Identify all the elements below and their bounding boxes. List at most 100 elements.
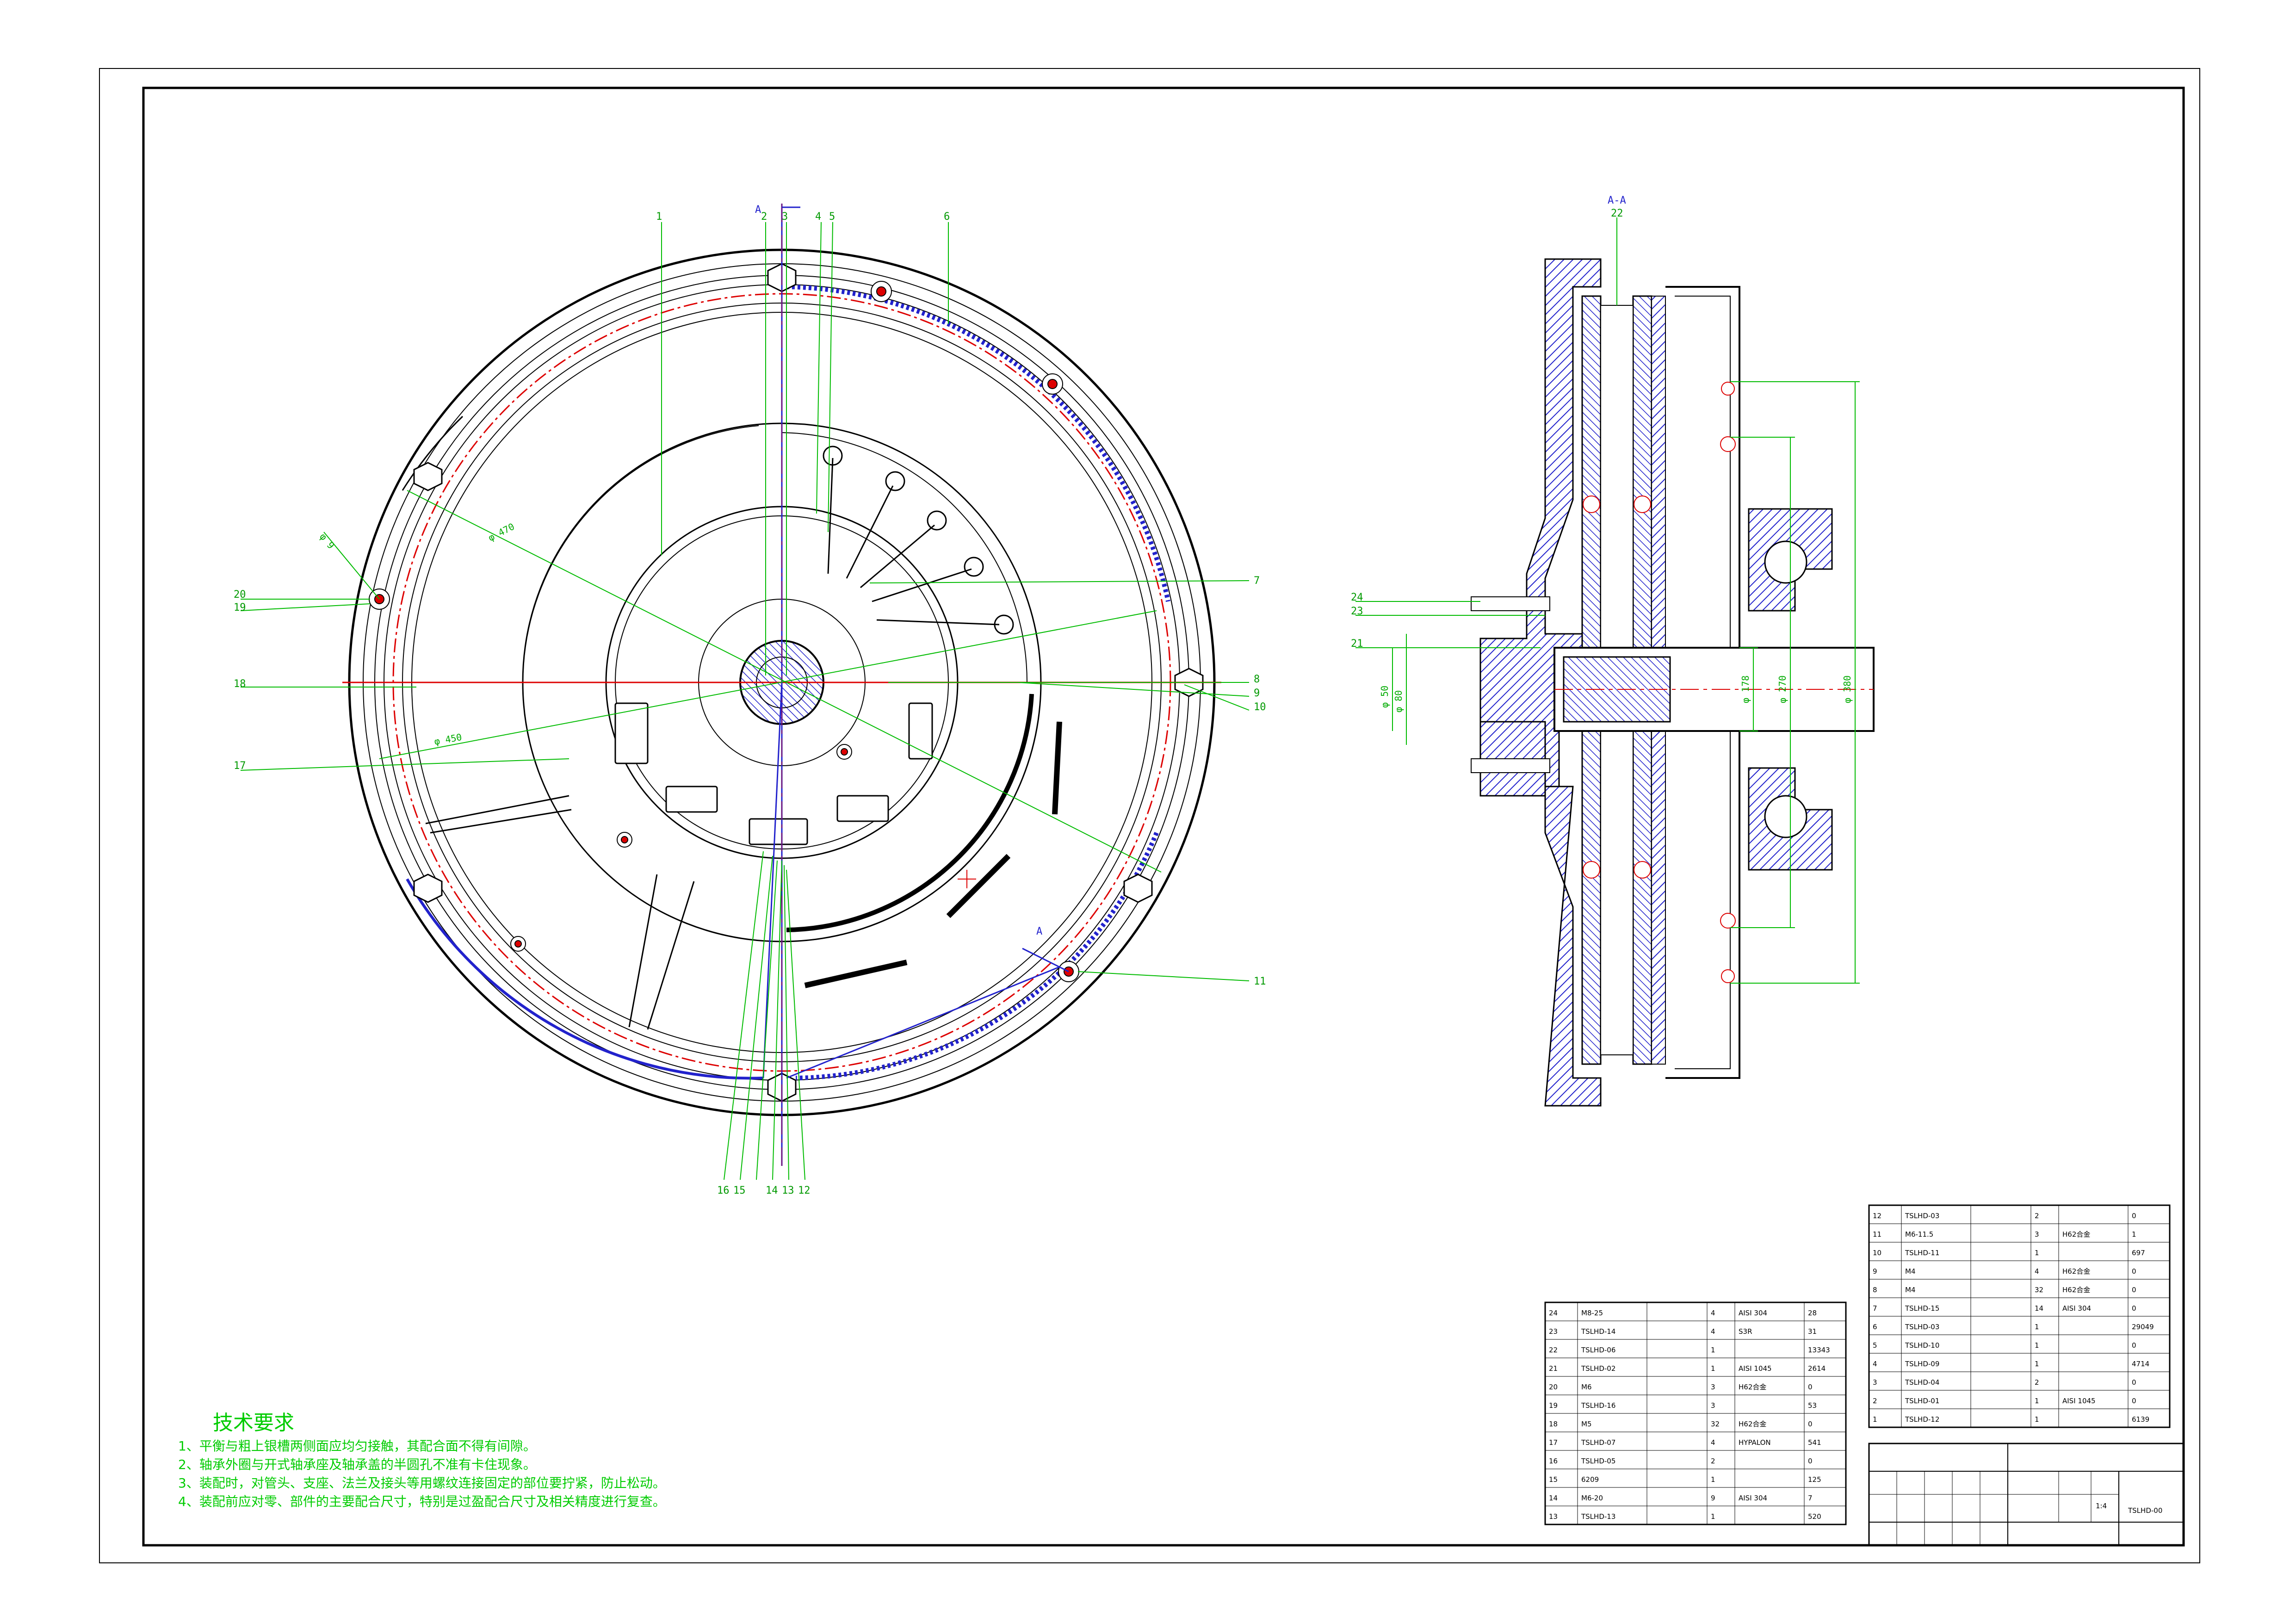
- bom-cell: 0: [2132, 1267, 2136, 1276]
- bom-cell: H62合金: [1739, 1383, 1766, 1391]
- section-mark-bottom: A: [1036, 926, 1042, 937]
- bom-cell: 1: [1711, 1346, 1715, 1354]
- bom-cell: 4: [2035, 1267, 2039, 1276]
- bom-cell: 15: [1549, 1475, 1558, 1484]
- balloon-leaders-side: [1355, 217, 1617, 648]
- bom-cell: HYPALON: [1739, 1438, 1771, 1447]
- bom-cell: TSLHD-12: [1905, 1415, 1939, 1424]
- bom-cell: TSLHD-10: [1905, 1341, 1939, 1350]
- balloon-16: 16: [717, 1185, 730, 1196]
- side-dimensions: [1392, 381, 1860, 984]
- note-line-4: 4、装配前应对零、部件的主要配合尺寸，特别是过盈配合尺寸及相关精度进行复查。: [178, 1494, 666, 1509]
- bom-cell: H62合金: [2062, 1230, 2090, 1239]
- bom-cell: 10: [1873, 1249, 1881, 1257]
- bom-cell: 541: [1808, 1438, 1821, 1447]
- balloon-1: 1: [656, 211, 662, 223]
- balloon-leaders: [240, 222, 1250, 1180]
- balloon-7: 7: [1254, 575, 1260, 587]
- bom-cell: TSLHD-03: [1905, 1323, 1939, 1331]
- bom-cell: 0: [1808, 1457, 1813, 1465]
- bom-cell: 6209: [1581, 1475, 1599, 1484]
- bom-cell: TSLHD-11: [1905, 1249, 1939, 1257]
- balloon-6: 6: [944, 211, 950, 223]
- title-block: [1868, 1443, 2185, 1546]
- bom-cell: TSLHD-07: [1581, 1438, 1615, 1447]
- balloon-20: 20: [234, 589, 246, 601]
- technical-notes: 技术要求 1、平衡与粗上银槽两侧面应均匀接触，其配合面不得有间隙。 2、轴承外圈…: [178, 1411, 666, 1509]
- drawing-scale: 1:4: [2096, 1502, 2107, 1510]
- bom-cell: 11: [1873, 1230, 1881, 1239]
- bom-cell: AISI 304: [1739, 1494, 1767, 1502]
- bom-cell: 12: [1873, 1212, 1881, 1220]
- bom-cell: 7: [1873, 1304, 1877, 1313]
- bom-cell: 3: [1873, 1378, 1877, 1387]
- note-line-3: 3、装配时，对管头、支座、法兰及接头等用螺纹连接固定的部位要拧紧，防止松动。: [178, 1475, 666, 1491]
- balloon-10: 10: [1254, 701, 1266, 713]
- bom-cell: 6: [1873, 1323, 1877, 1331]
- bom-cell: 2614: [1808, 1364, 1826, 1373]
- front-dimensions: [323, 490, 1162, 873]
- dim-front-inner: φ 450: [433, 731, 463, 747]
- note-line-1: 1、平衡与粗上银槽两侧面应均匀接触，其配合面不得有间隙。: [178, 1438, 536, 1454]
- bom-cell: 20: [1549, 1383, 1558, 1391]
- bom-cell: 28: [1808, 1309, 1817, 1317]
- bom-cell: 14: [2035, 1304, 2043, 1313]
- balloon-11: 11: [1254, 976, 1266, 987]
- bom-cell: 0: [2132, 1212, 2136, 1220]
- dim-side-d5: φ 80: [1393, 690, 1404, 712]
- balloon-23: 23: [1351, 606, 1363, 617]
- section-mark-top: A: [755, 204, 761, 216]
- bom-cell: 32: [1711, 1420, 1720, 1428]
- bom-cell: M6-11.5: [1905, 1230, 1933, 1239]
- balloon-24: 24: [1351, 592, 1363, 603]
- bom-cell: AISI 304: [1739, 1309, 1767, 1317]
- bom-cell: H62合金: [2062, 1286, 2090, 1294]
- dim-side-d3: φ 178: [1740, 675, 1751, 703]
- bom-cell: 5: [1873, 1341, 1877, 1350]
- balloon-9: 9: [1254, 688, 1260, 699]
- bom-cell: M4: [1905, 1267, 1916, 1276]
- bom-cell: TSLHD-16: [1581, 1401, 1615, 1410]
- notes-title: 技术要求: [213, 1411, 294, 1435]
- balloons-side: 22 24 23 21: [1351, 208, 1623, 650]
- bom-cell: 31: [1808, 1327, 1817, 1336]
- balloon-2: 2: [761, 211, 767, 223]
- bom-cell: 21: [1549, 1364, 1558, 1373]
- balloons-front: 1 2 3 4 5 6 7 8 9 10 11 16 15 14 13 12 2…: [234, 211, 1266, 1196]
- bom-cell: 7: [1808, 1494, 1813, 1502]
- balloon-22: 22: [1611, 208, 1623, 219]
- bom-cell: 3: [2035, 1230, 2039, 1239]
- bom-cell: 1: [1711, 1475, 1715, 1484]
- bom-cell: 1: [2132, 1230, 2136, 1239]
- balloon-5: 5: [829, 211, 835, 223]
- bom-cell: TSLHD-06: [1581, 1346, 1615, 1354]
- bom-cell: 29049: [2132, 1323, 2154, 1331]
- note-line-2: 2、轴承外圈与开式轴承座及轴承盖的半圆孔不准有卡住现象。: [178, 1457, 536, 1472]
- bom-cell: 125: [1808, 1475, 1821, 1484]
- balloon-15: 15: [733, 1185, 746, 1196]
- bom-cell: H62合金: [1739, 1420, 1766, 1428]
- bom-cell: 1: [2035, 1249, 2039, 1257]
- bom-cell: 9: [1711, 1494, 1715, 1502]
- balloon-8: 8: [1254, 674, 1260, 685]
- bom-cell: TSLHD-14: [1581, 1327, 1615, 1336]
- bom-cell: 4714: [2132, 1360, 2149, 1368]
- bom-cell: 4: [1711, 1327, 1715, 1336]
- bom-cell: 19: [1549, 1401, 1558, 1410]
- bom-cell: 1: [2035, 1323, 2039, 1331]
- bom-cell: TSLHD-02: [1581, 1364, 1615, 1373]
- balloon-21: 21: [1351, 638, 1363, 650]
- dim-side-d2: φ 270: [1777, 675, 1788, 703]
- bom-cell: 1: [1711, 1512, 1715, 1521]
- bom-cell: AISI 1045: [2062, 1397, 2096, 1405]
- bom-cell: 2: [1873, 1397, 1877, 1405]
- front-view: A A: [342, 204, 1221, 1166]
- bom-cell: 1: [2035, 1397, 2039, 1405]
- bom-cell: 4: [1873, 1360, 1877, 1368]
- balloon-18: 18: [234, 678, 246, 690]
- section-mark-side: A-A: [1608, 195, 1626, 206]
- bom-cell: M6-20: [1581, 1494, 1603, 1502]
- bom-cell: 0: [2132, 1378, 2136, 1387]
